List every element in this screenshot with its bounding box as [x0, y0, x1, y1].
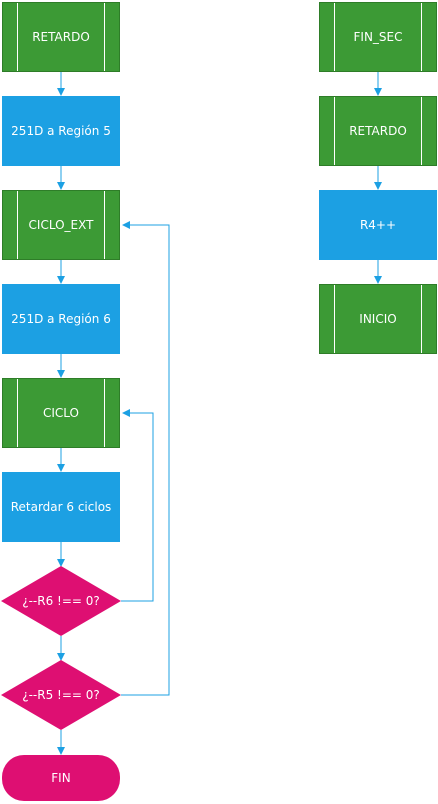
decision-r6-shape	[1, 566, 121, 636]
process-r4-increment-label: R4++	[359, 218, 397, 232]
subroutine-inicio-label: INICIO	[359, 312, 397, 326]
loop-r6-to-ciclo	[121, 409, 154, 602]
decision-r5-shape	[1, 660, 121, 730]
subroutine-retardo-left-label: RETARDO	[32, 30, 90, 44]
process-load-region5-label: 251D a Región 5	[11, 124, 111, 138]
subroutine-ciclo: CICLO	[2, 378, 120, 448]
subroutine-ciclo-label: CICLO	[43, 406, 79, 420]
subroutine-retardo-left: RETARDO	[2, 2, 120, 72]
loop-r5-to-cicloext	[121, 221, 170, 696]
terminal-fin-label: FIN	[51, 771, 71, 785]
decision-r6-label: ¿--R6 !== 0?	[22, 594, 100, 608]
decision-r5-label: ¿--R5 !== 0?	[22, 688, 100, 702]
process-retardar: Retardar 6 ciclos	[2, 472, 120, 542]
subroutine-ciclo-ext-label: CICLO_EXT	[28, 218, 94, 232]
terminal-fin: FIN	[2, 755, 120, 801]
process-load-region6-label: 251D a Región 6	[11, 312, 111, 326]
subroutine-inicio: INICIO	[319, 284, 437, 354]
subroutine-fin-sec: FIN_SEC	[319, 2, 437, 72]
subroutine-ciclo-ext: CICLO_EXT	[2, 190, 120, 260]
subroutine-retardo-right-label: RETARDO	[349, 124, 407, 138]
subroutine-retardo-right: RETARDO	[319, 96, 437, 166]
process-retardar-label: Retardar 6 ciclos	[10, 500, 112, 514]
subroutine-fin-sec-label: FIN_SEC	[353, 30, 403, 44]
process-load-region5: 251D a Región 5	[2, 96, 120, 166]
process-load-region6: 251D a Región 6	[2, 284, 120, 354]
process-r4-increment: R4++	[319, 190, 437, 260]
